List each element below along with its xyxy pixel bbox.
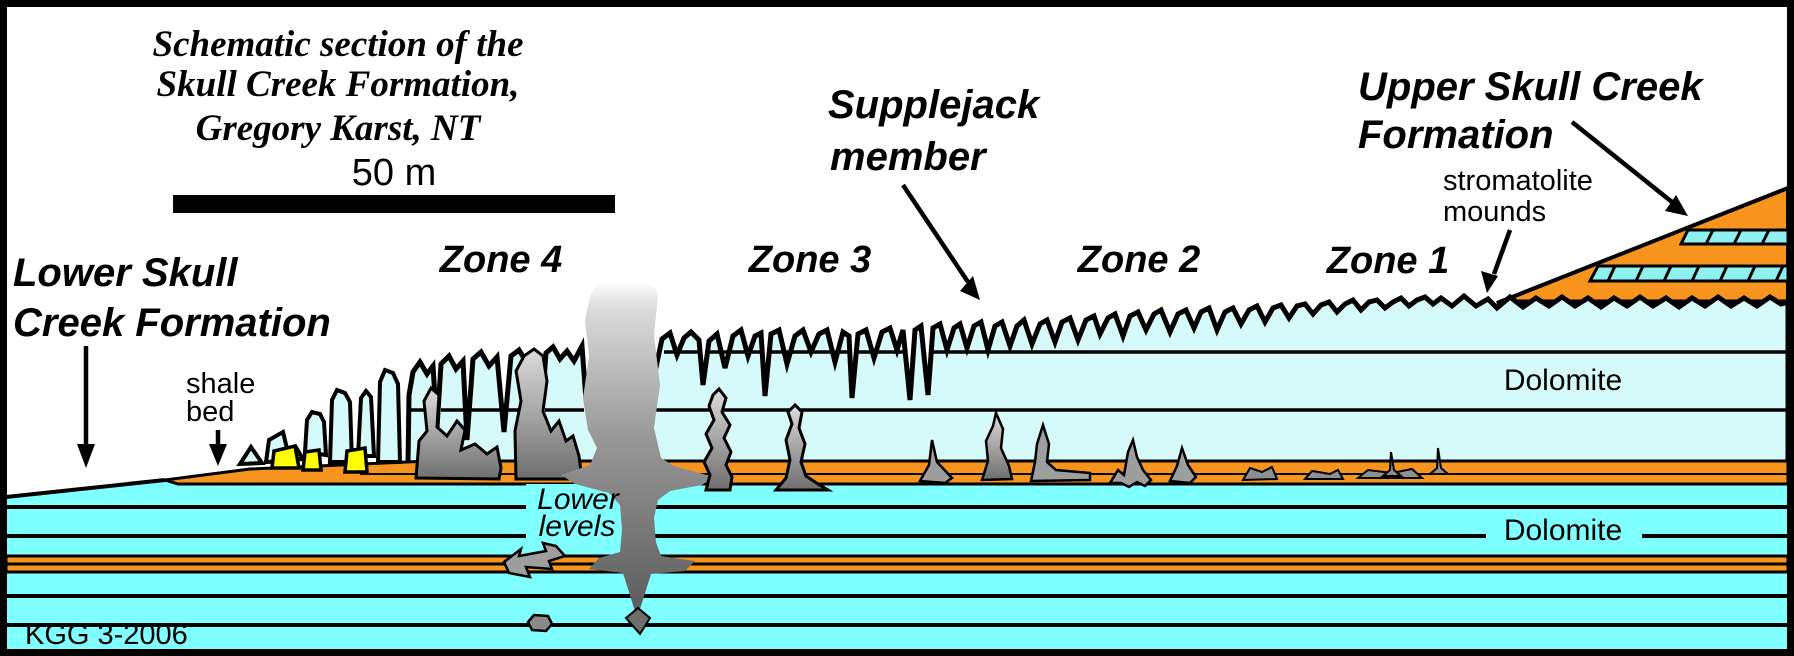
gray-dome: [513, 347, 584, 481]
stromatolite-arrowhead: [1481, 271, 1498, 293]
supplejack-label-2: member: [830, 135, 988, 179]
zone-4-label: Zone 4: [439, 239, 562, 281]
title-line-1: Schematic section of the: [153, 24, 524, 65]
labels: Schematic section of the Skull Creek For…: [13, 24, 1704, 651]
shale-bed-label-2: bed: [186, 396, 234, 428]
gray-spike: [1168, 443, 1198, 485]
upper-formation-arrow-line: [1570, 120, 1674, 204]
stromatolite-band-2: [1587, 264, 1790, 283]
gray-spikelet: [1427, 447, 1451, 475]
disconformity-slope-line: [5, 478, 166, 499]
dolomite-upper-label: Dolomite: [1504, 364, 1622, 397]
lower-levels-label-1: Lower: [537, 483, 620, 516]
gray-lens: [1302, 468, 1345, 480]
band-2-ticks: [1606, 265, 1785, 282]
zone-2-label: Zone 2: [1077, 239, 1200, 281]
band-1-ticks: [1704, 229, 1771, 245]
upper-formation-label-2: Formation: [1358, 113, 1554, 157]
upper-formation-arrowhead: [1665, 195, 1688, 216]
title-line-3: Gregory Karst, NT: [196, 108, 482, 149]
lower-formation-arrowhead: [77, 444, 95, 468]
gray-cone: [980, 409, 1014, 482]
pinnacle: [355, 387, 377, 458]
gray-spiky-mound: [1107, 435, 1153, 489]
gray-blob-deep: [526, 613, 554, 633]
stromatolite-arrow-line: [1491, 229, 1513, 275]
gray-blob-deep: [624, 606, 652, 636]
upper-formation-label-1: Upper Skull Creek: [1358, 65, 1704, 109]
lower-formation-unit: [4, 481, 1790, 650]
leader-arrows: [77, 120, 1688, 468]
dolomite-lower-label-bg: [1490, 514, 1638, 544]
karst-sediment-fills: [414, 281, 1451, 636]
gray-pillar: [702, 386, 734, 492]
pinnacle: [302, 409, 329, 458]
supplejack-arrow-line: [901, 183, 970, 284]
rubble-fragment: [236, 443, 266, 467]
scale-bar: [173, 195, 615, 213]
lower-levels-label-2: levels: [539, 510, 616, 543]
gray-spikelet: [1380, 451, 1404, 477]
stromatolite-label-1: stromatolite: [1443, 165, 1593, 197]
title-line-2: Skull Creek Formation,: [157, 64, 520, 105]
shale-bed-label-1: shale: [186, 368, 255, 400]
gray-lens: [1241, 465, 1279, 482]
shale-bed-band: [164, 459, 1790, 486]
lower-formation-label-2: Creek Formation: [13, 301, 331, 345]
shale-bed-arrowhead: [209, 444, 227, 466]
pinnacle: [375, 367, 403, 464]
gray-flowstone: [414, 385, 503, 481]
gray-lateral-fill: [502, 541, 568, 579]
gray-sediment-pipe: [561, 281, 714, 617]
gray-spike: [917, 439, 954, 485]
dolomite-lower-label: Dolomite: [1504, 514, 1622, 547]
yellow-patch: [343, 445, 369, 474]
yellow-patch: [270, 443, 302, 470]
yellow-patch: [301, 448, 323, 472]
scale-label: 50 m: [352, 152, 436, 194]
zone-1-label: Zone 1: [1326, 240, 1449, 282]
dolomite-upper-label-bg: [1490, 360, 1636, 396]
supplejack-arrowhead: [960, 276, 980, 300]
lower-formation-label-1: Lower Skull: [13, 251, 238, 295]
stromatolite-label-2: mounds: [1443, 196, 1546, 228]
credit-label: KGG 3-2006: [25, 619, 188, 651]
yellow-residual-patches: [270, 443, 369, 474]
zone-3-label: Zone 3: [748, 239, 871, 281]
gray-pillar: [772, 402, 834, 492]
supplejack-label-1: Supplejack: [828, 83, 1041, 127]
gray-cone: [1029, 420, 1092, 483]
karst-pinnacles: [236, 367, 403, 467]
